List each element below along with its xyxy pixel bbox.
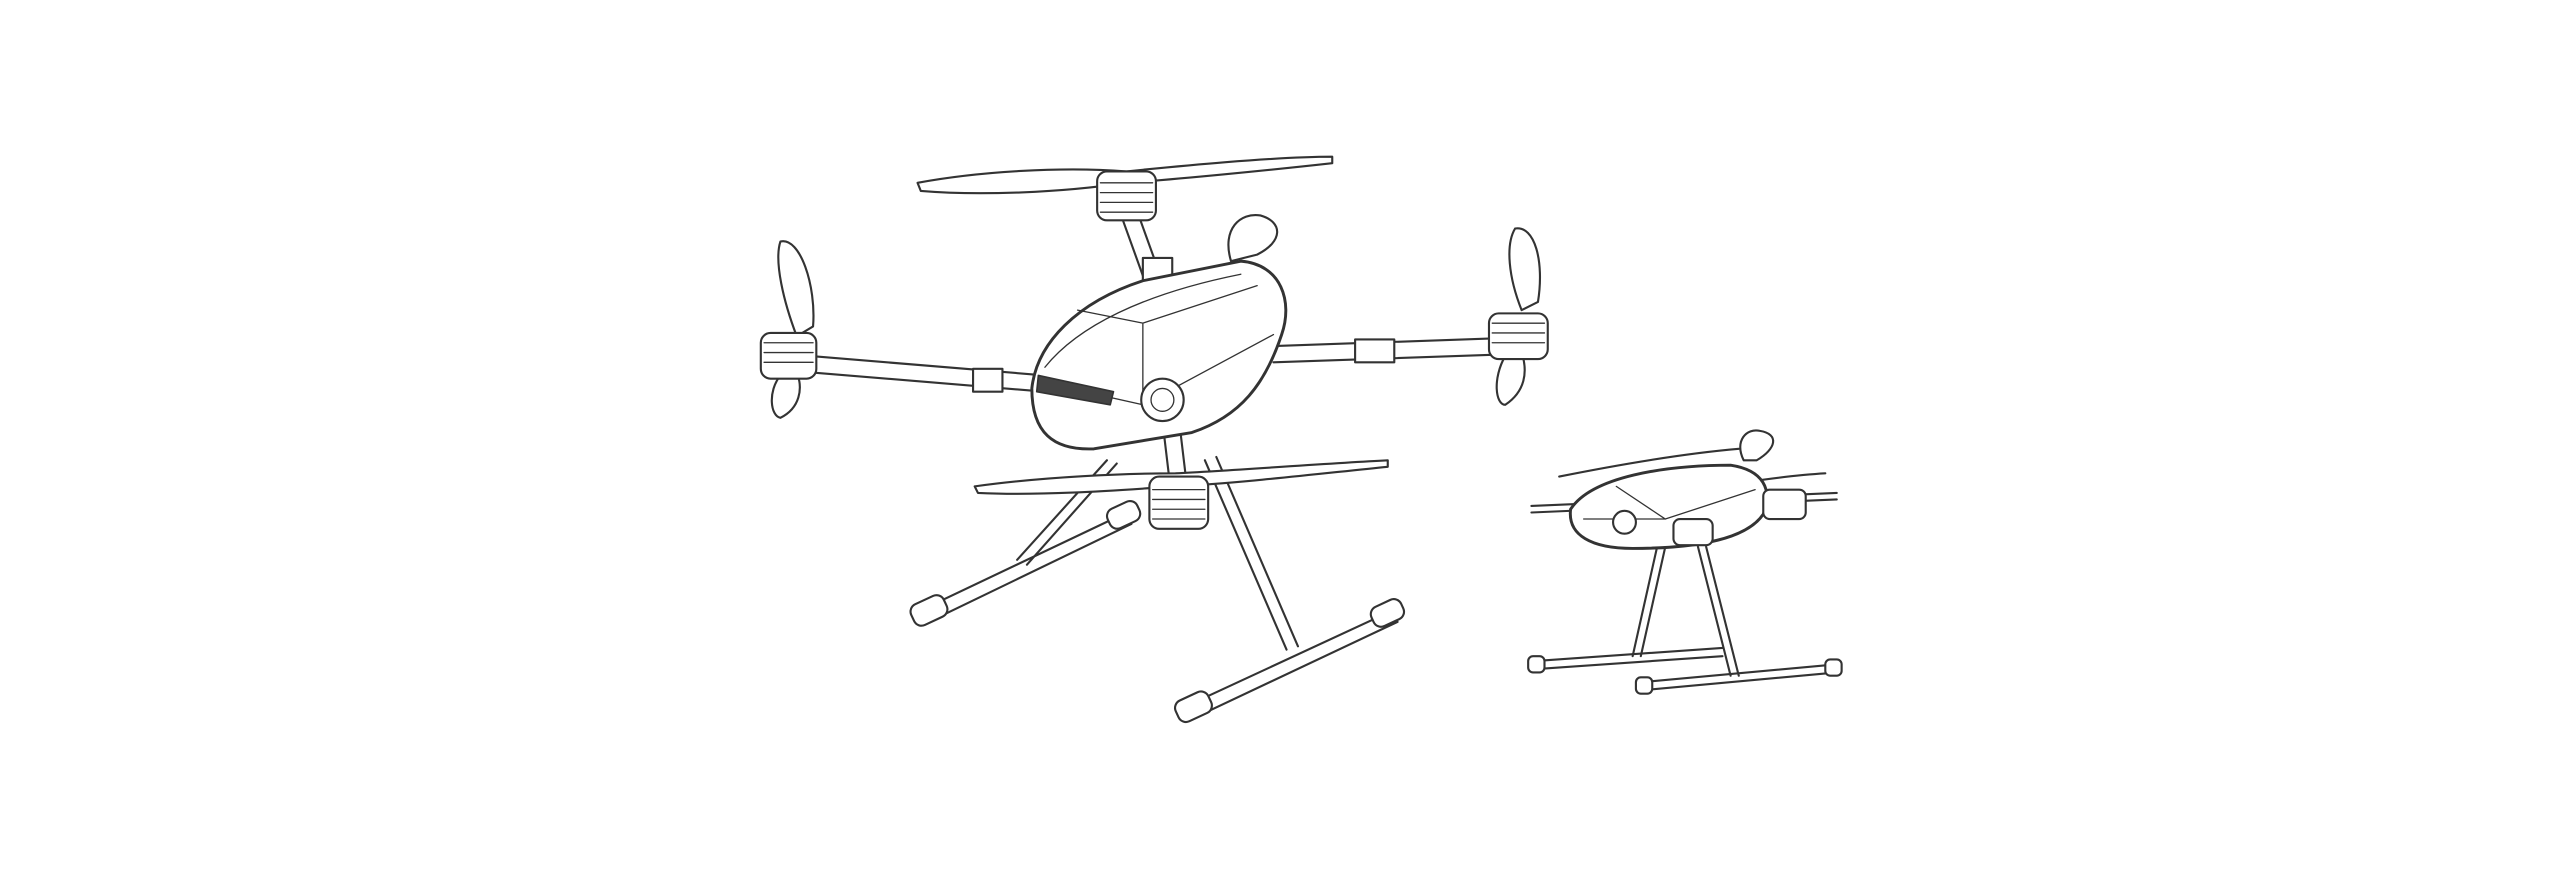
propeller-front — [973, 459, 1389, 530]
small-drone — [1527, 429, 1843, 695]
propeller-right — [1487, 227, 1549, 406]
fuselage — [1030, 214, 1288, 451]
propeller-top — [916, 155, 1334, 222]
large-drone — [759, 155, 1549, 724]
landing-gear-right — [1173, 455, 1406, 724]
propeller-left — [759, 240, 818, 419]
arms — [807, 207, 1512, 491]
